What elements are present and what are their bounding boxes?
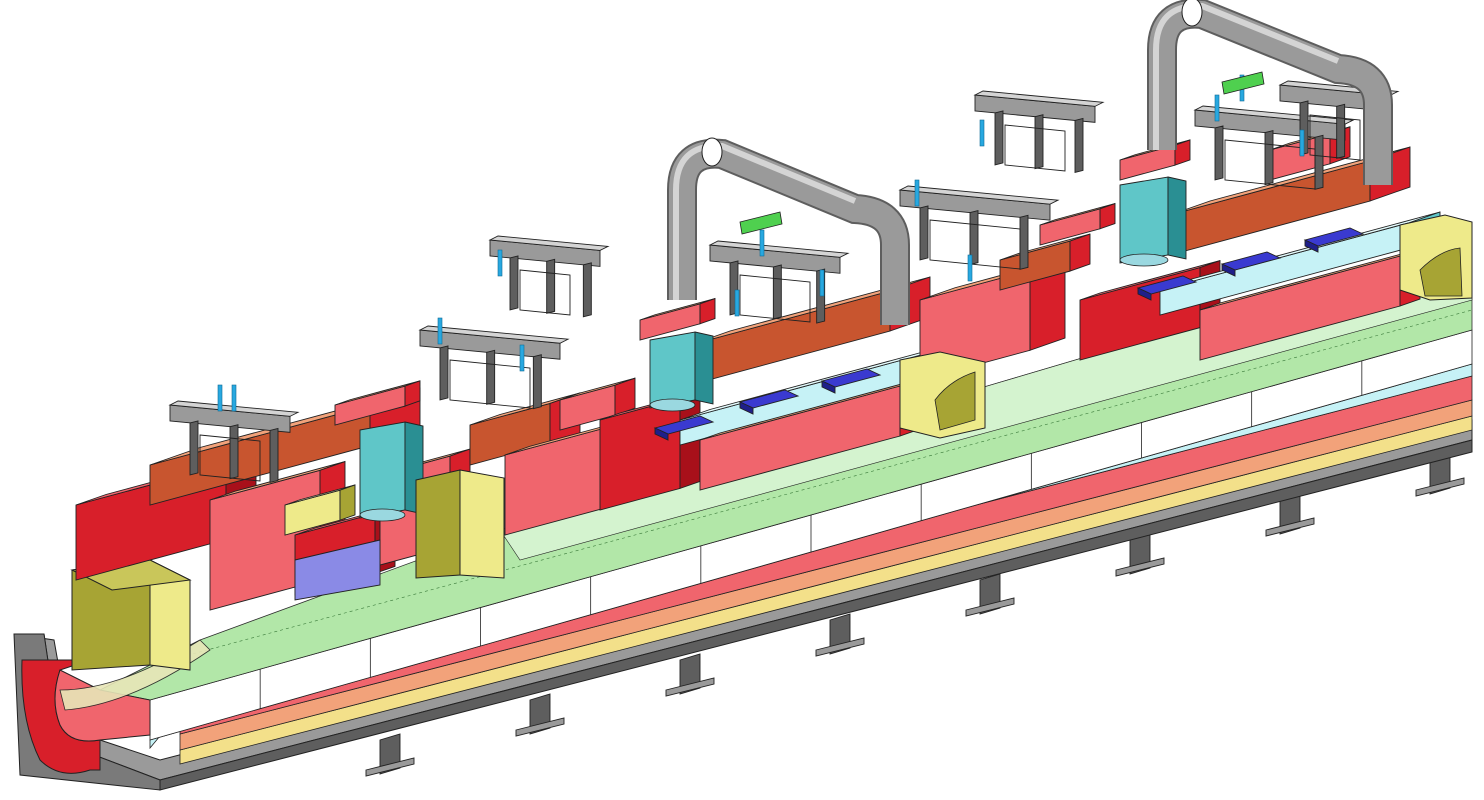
end-cap-mid-a-face (459, 469, 505, 579)
hanger-post (189, 420, 199, 476)
support-leg-foot (1265, 517, 1315, 537)
feeder-bottom-1 (649, 398, 696, 412)
hanger-post (509, 255, 519, 311)
hanger-post (1074, 117, 1084, 174)
brick-s4-feeder-cap-side (1174, 139, 1191, 166)
hanger-post (229, 424, 239, 480)
end-caps (415, 214, 1473, 579)
hanger-post (1336, 103, 1346, 159)
cathode-block-divisions (259, 360, 1363, 709)
end-cap-mid-b-curve (934, 371, 976, 431)
green-clamp-2 (1221, 71, 1265, 95)
feeder-bottom-0 (359, 508, 406, 522)
brick-left-yellow-side (339, 484, 356, 521)
hanger-post (772, 264, 782, 320)
brick-s1-feeder-cap-side (404, 380, 421, 407)
green-clamp-1 (739, 211, 783, 235)
lifting-hook-13 (1299, 129, 1305, 157)
hanger-post (486, 349, 496, 405)
brick-s2-cap-side (614, 377, 636, 416)
lifting-hook-7 (819, 269, 825, 297)
crust-breaker-side-1 (739, 401, 754, 415)
lifting-hook-3 (497, 249, 503, 277)
brick-s3-top-side (1069, 233, 1091, 272)
hanger-frame (519, 269, 571, 316)
lifting-hook-9 (967, 254, 973, 282)
crust-breaker-side-0 (654, 427, 669, 441)
hanger-post (546, 258, 556, 314)
hanger-beam-top (973, 90, 1105, 107)
hanger-beam-top (418, 325, 570, 344)
exhaust-duct-1 (669, 140, 908, 325)
feeder-front-1 (649, 331, 696, 409)
crust-breaker-side-2 (821, 380, 836, 394)
hanger-frame (199, 434, 261, 482)
hanger-beam-top (898, 185, 1060, 205)
crust-breaker-side-4 (1221, 263, 1236, 277)
hanger-frame (1309, 114, 1361, 161)
brick-s3-cap-side (1099, 202, 1116, 230)
hanger-beam-top (488, 235, 610, 251)
grey-anode-hanger-frames (168, 80, 1400, 484)
hanger-post (1019, 214, 1029, 270)
hanger-frame (1004, 124, 1066, 172)
lifting-hook-5 (734, 289, 740, 317)
exhaust-duct-2 (1149, 0, 1391, 185)
hanger-frame (929, 219, 1021, 270)
support-leg-foot (365, 757, 415, 777)
hanger-post (919, 205, 929, 261)
feeder-side-2 (1167, 176, 1187, 260)
feeder-side-1 (694, 331, 714, 405)
hanger-post (582, 262, 592, 318)
hanger-beam-top (1193, 105, 1355, 125)
hanger-post (439, 345, 449, 401)
end-cap-right-curve (1419, 247, 1463, 297)
support-leg-foot (815, 637, 865, 657)
crust-breaker-side-3 (1137, 287, 1152, 301)
hanger-frame (449, 359, 531, 409)
lifting-hook-4 (519, 344, 525, 372)
hanger-post (1214, 125, 1224, 181)
hanger-post (269, 427, 279, 484)
end-cap-mid-a (415, 469, 461, 579)
grey-exhaust-duct-pipes (667, 0, 1393, 325)
lifting-hook-1 (231, 384, 237, 412)
exhaust-duct-1-flange (701, 137, 723, 167)
hanger-frame (1224, 139, 1316, 190)
lifting-hook-2 (437, 317, 443, 345)
hanger-post (1264, 130, 1274, 186)
lifting-hook-8 (914, 179, 920, 207)
lifting-hook-11 (1214, 94, 1220, 122)
lifting-hook-6 (759, 229, 765, 257)
hanger-post (1314, 134, 1324, 190)
support-leg-foot (1115, 557, 1165, 577)
feeder-bottom-2 (1119, 253, 1169, 267)
feeder-front-2 (1119, 176, 1169, 264)
lifting-hook-0 (217, 384, 223, 412)
support-leg-foot (965, 597, 1015, 617)
green-clamps (739, 71, 1265, 235)
support-leg-foot (1415, 477, 1465, 497)
support-leg-foot (515, 717, 565, 737)
brick-s2-feeder-cap-side (699, 297, 716, 325)
lavender-block-left (294, 539, 381, 601)
hanger-beam-top (708, 240, 850, 258)
hanger-post (532, 354, 542, 410)
support-legs (365, 453, 1465, 777)
hanger-frame (739, 274, 811, 323)
blue-crust-breaker-blocks (653, 227, 1365, 441)
hanger-post (1034, 114, 1044, 170)
exhaust-duct-2-flange (1181, 0, 1203, 27)
feeder-front-0 (359, 421, 406, 519)
hanger-post (994, 110, 1004, 166)
support-leg-foot (665, 677, 715, 697)
lifting-hook-10 (979, 119, 985, 147)
crust-breaker-side-5 (1304, 239, 1319, 253)
teal-feeder-tubes (359, 176, 1187, 522)
